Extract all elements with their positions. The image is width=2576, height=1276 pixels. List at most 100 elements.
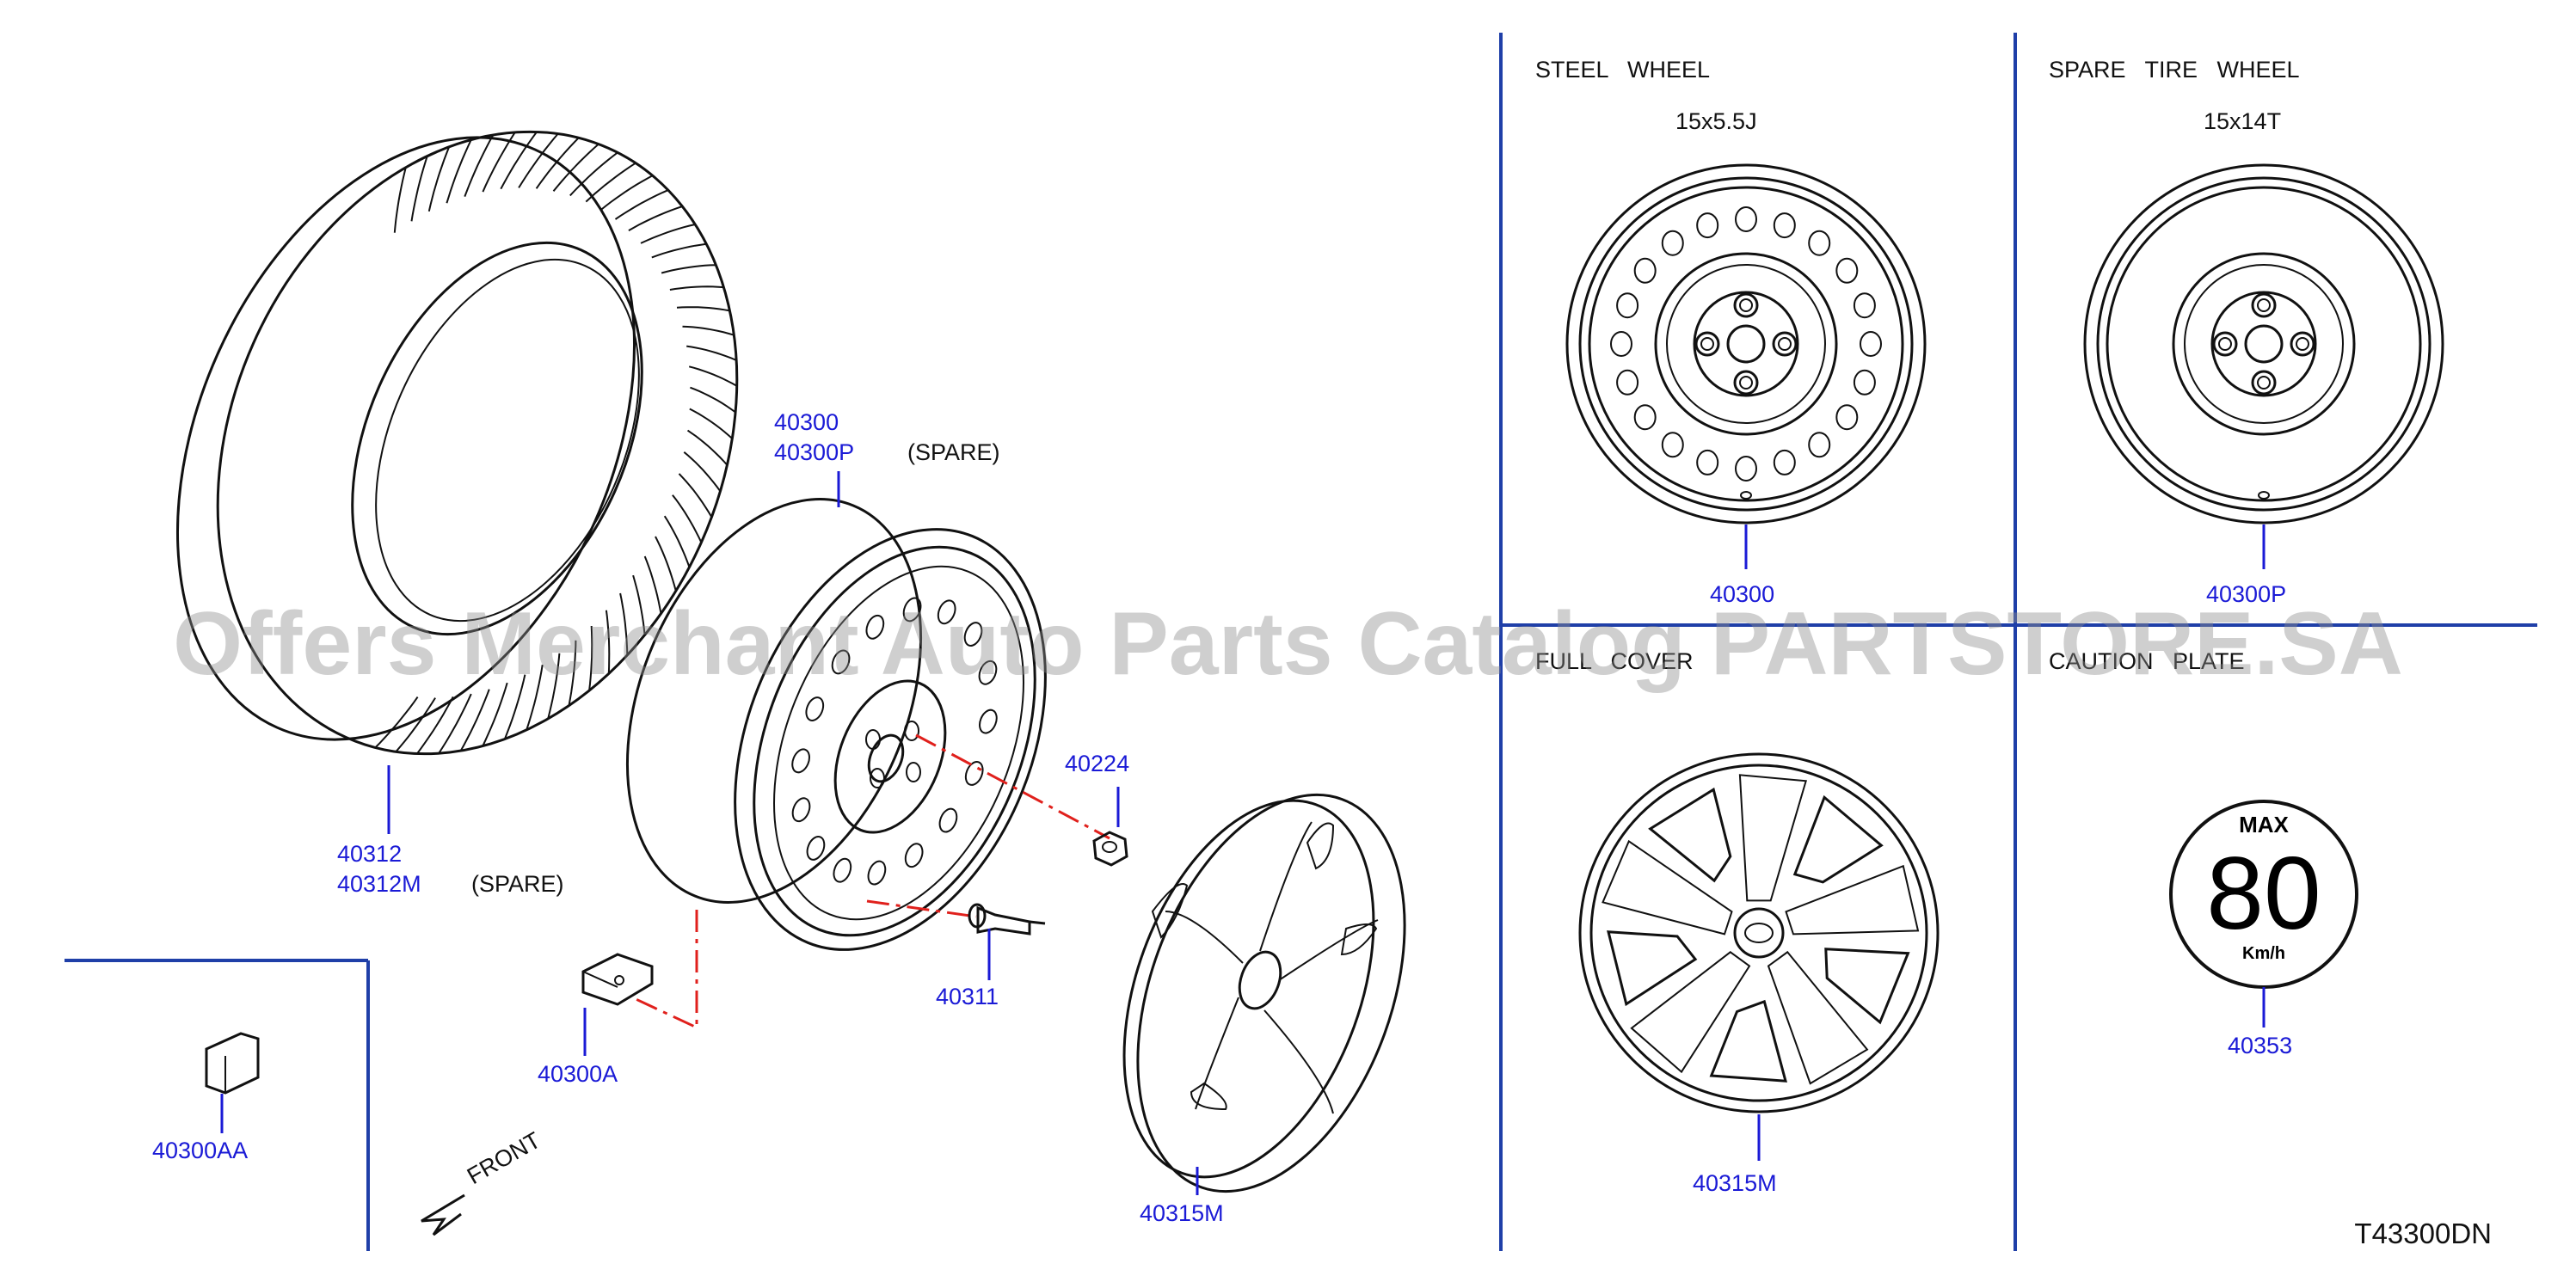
tread-zigzag <box>619 592 629 655</box>
tread-zigzag <box>410 156 428 222</box>
vent-hole <box>1773 449 1796 475</box>
tread-zigzag <box>600 175 654 211</box>
tread-zigzag <box>632 574 646 635</box>
vent-hole <box>1835 404 1859 431</box>
tread-zigzag <box>526 665 544 731</box>
full-cover-face-view <box>1578 752 1940 1113</box>
lug-hole <box>2251 370 2277 396</box>
wheel-illustration <box>625 498 1047 951</box>
vent-hole <box>1835 257 1859 284</box>
frame-lines <box>65 33 2537 1251</box>
tread-zigzag <box>464 134 495 197</box>
front-label: FRONT <box>463 1127 545 1189</box>
tread-zigzag <box>686 429 729 466</box>
tread-zigzag <box>568 640 577 706</box>
lug-hole-inner <box>1739 298 1753 312</box>
vent-hole <box>806 836 826 861</box>
tread-zigzag <box>482 132 516 193</box>
vent-hole <box>1661 230 1684 256</box>
cover-spoke <box>1738 774 1808 902</box>
tread-zigzag <box>683 451 722 492</box>
cover-window <box>1607 930 1698 1007</box>
vent-hole <box>791 797 811 823</box>
sensor-grommet-icon <box>205 1032 260 1095</box>
lug-hole <box>1733 370 1759 396</box>
cover-spoke <box>1785 864 1920 936</box>
part-number-caution-plate[interactable]: 40353 <box>2228 1033 2292 1058</box>
tread-zigzag <box>688 365 738 387</box>
tread-zigzag <box>640 224 696 244</box>
vent-hole <box>791 748 810 774</box>
pressure-sensor-icon <box>581 953 654 1006</box>
tread-zigzag <box>669 285 724 291</box>
panel-title-spare-wheel: SPARE TIRE WHEEL <box>2049 57 2300 83</box>
tread-zigzag <box>643 555 662 614</box>
part-number-sensor-aa[interactable]: 40300AA <box>152 1138 248 1163</box>
tread-zigzag <box>686 345 737 361</box>
caution-max-label: MAX <box>2239 812 2289 837</box>
vent-hole <box>904 843 924 868</box>
tread-zigzag <box>661 264 716 274</box>
part-number-full-cover[interactable]: 40315M <box>1693 1170 1777 1196</box>
part-number-tire-spare[interactable]: 40312M <box>337 871 421 897</box>
part-number-nut[interactable]: 40224 <box>1065 751 1129 776</box>
lug-hole <box>865 729 881 750</box>
vent-hole <box>964 761 984 786</box>
cover-window <box>1709 999 1787 1083</box>
wheel-cover-illustration <box>1122 793 1406 1193</box>
diagram-code: T43300DN <box>2354 1218 2492 1249</box>
wheel-nut-icon <box>1092 831 1128 867</box>
vent-hole <box>963 622 983 647</box>
lug-hole <box>2251 292 2277 318</box>
wheel-vent-holes <box>791 597 998 886</box>
tread-zigzag <box>628 206 683 231</box>
lug-hole-inner <box>2257 298 2271 312</box>
lug-hole <box>2212 331 2238 357</box>
vent-hole <box>1773 212 1796 239</box>
lug-hole <box>1772 331 1798 357</box>
tread-zigzag <box>547 653 561 720</box>
vent-hole <box>937 599 956 625</box>
tread-zigzag <box>438 693 472 754</box>
vent-hole <box>865 614 885 640</box>
part-number-wheel-spare[interactable]: 40300P <box>774 439 854 465</box>
part-number-tire[interactable]: 40312 <box>337 841 402 867</box>
tread-zigzag <box>689 408 733 439</box>
part-number-steel-wheel[interactable]: 40300 <box>1710 581 1774 607</box>
assembly-lines <box>631 733 1110 1030</box>
part-number-valve[interactable]: 40311 <box>936 984 999 1009</box>
tread-zigzag <box>605 610 611 674</box>
tread-zigzag <box>585 162 636 203</box>
vent-hole <box>1735 206 1757 232</box>
tread-zigzag <box>690 386 736 414</box>
cover-spoke <box>1602 839 1733 936</box>
tread-zigzag <box>427 146 451 212</box>
tread-zigzag <box>416 696 454 755</box>
vent-hole <box>1661 432 1684 458</box>
wheel-spare-note: (SPARE) <box>907 439 1000 465</box>
lug-hole <box>2290 331 2315 357</box>
lug-hole-inner <box>2296 337 2309 351</box>
tread-zigzag <box>482 682 508 747</box>
part-number-cover[interactable]: 40315M <box>1140 1200 1224 1226</box>
vent-hole <box>833 857 852 883</box>
part-number-wheel[interactable]: 40300 <box>774 409 839 435</box>
cover-window <box>1824 948 1910 1025</box>
tread-zigzag <box>552 143 599 192</box>
tread-zigzag <box>678 473 713 518</box>
tread-zigzag <box>569 151 618 197</box>
part-number-sensor[interactable]: 40300A <box>538 1061 618 1087</box>
vent-hole <box>1633 257 1657 284</box>
part-number-spare-wheel[interactable]: 40300P <box>2206 581 2286 607</box>
tire-spare-note: (SPARE) <box>471 871 564 897</box>
vent-hole <box>938 807 958 833</box>
tread-zigzag <box>676 306 730 312</box>
vent-hole <box>1808 432 1831 458</box>
spare-wheel-size: 15x14T <box>2204 108 2281 134</box>
vent-hole <box>1696 212 1719 239</box>
lug-hole <box>1733 292 1759 318</box>
lug-hole <box>870 768 885 788</box>
front-arrow-icon <box>421 1193 465 1236</box>
caution-speed-unit: Km/h <box>2242 944 2285 963</box>
